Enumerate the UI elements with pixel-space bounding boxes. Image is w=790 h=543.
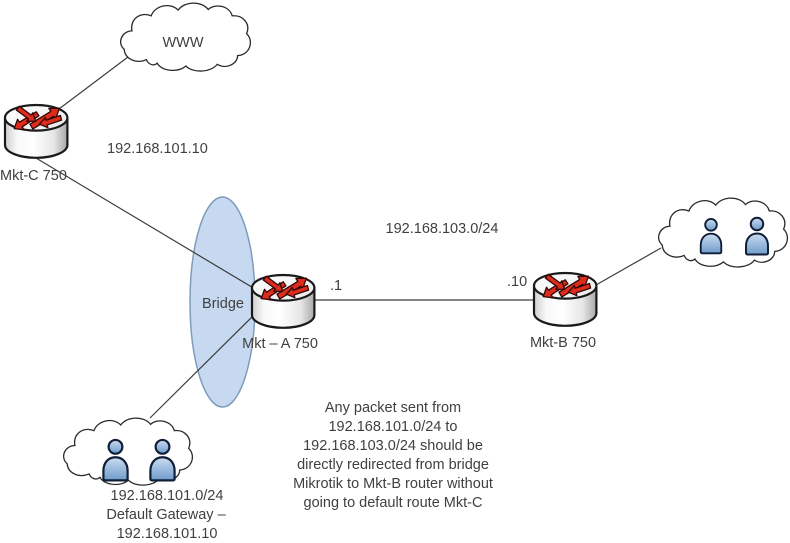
mkta-port-label: .1 — [330, 278, 342, 294]
annotation-text-block: Any packet sent from 192.168.101.0/24 to… — [293, 400, 493, 511]
router-mktb-icon — [532, 271, 598, 327]
mktb-port-label: .10 — [507, 274, 527, 290]
annotation-line: 192.168.101.0/24 to — [328, 419, 457, 435]
lan-caption-line2: Default Gateway – — [106, 507, 226, 523]
lan-caption-line3: 192.168.101.10 — [117, 526, 218, 542]
www-cloud-label: WWW — [162, 35, 203, 51]
link-ab-subnet-label: 192.168.103.0/24 — [386, 221, 499, 237]
annotation-line: Mikrotik to Mkt-B router without — [293, 476, 493, 492]
bridge-label: Bridge — [202, 296, 244, 312]
annotation-line: 192.168.103.0/24 should be — [303, 438, 483, 454]
link-mktc-mkta — [35, 157, 256, 290]
router-mktc-label: Mkt-C 750 — [0, 168, 67, 184]
router-mkta-icon — [250, 273, 316, 329]
router-mkta-label: Mkt – A 750 — [242, 336, 318, 352]
annotation-line: going to default route Mkt-C — [304, 495, 483, 511]
link-mktc-www — [54, 56, 129, 113]
router-mktc-icon — [3, 103, 69, 159]
annotation-line: directly redirected from bridge — [297, 457, 489, 473]
link-mkta-lan — [149, 310, 259, 419]
mktb-lan-cloud-icon — [658, 197, 789, 268]
router-mktb-label: Mkt-B 750 — [530, 335, 596, 351]
link-mktb-lan — [588, 247, 662, 290]
mktc-ip-label: 192.168.101.10 — [107, 141, 208, 157]
annotation-line: Any packet sent from — [325, 400, 461, 416]
lan-caption-line1: 192.168.101.0/24 — [111, 488, 224, 504]
